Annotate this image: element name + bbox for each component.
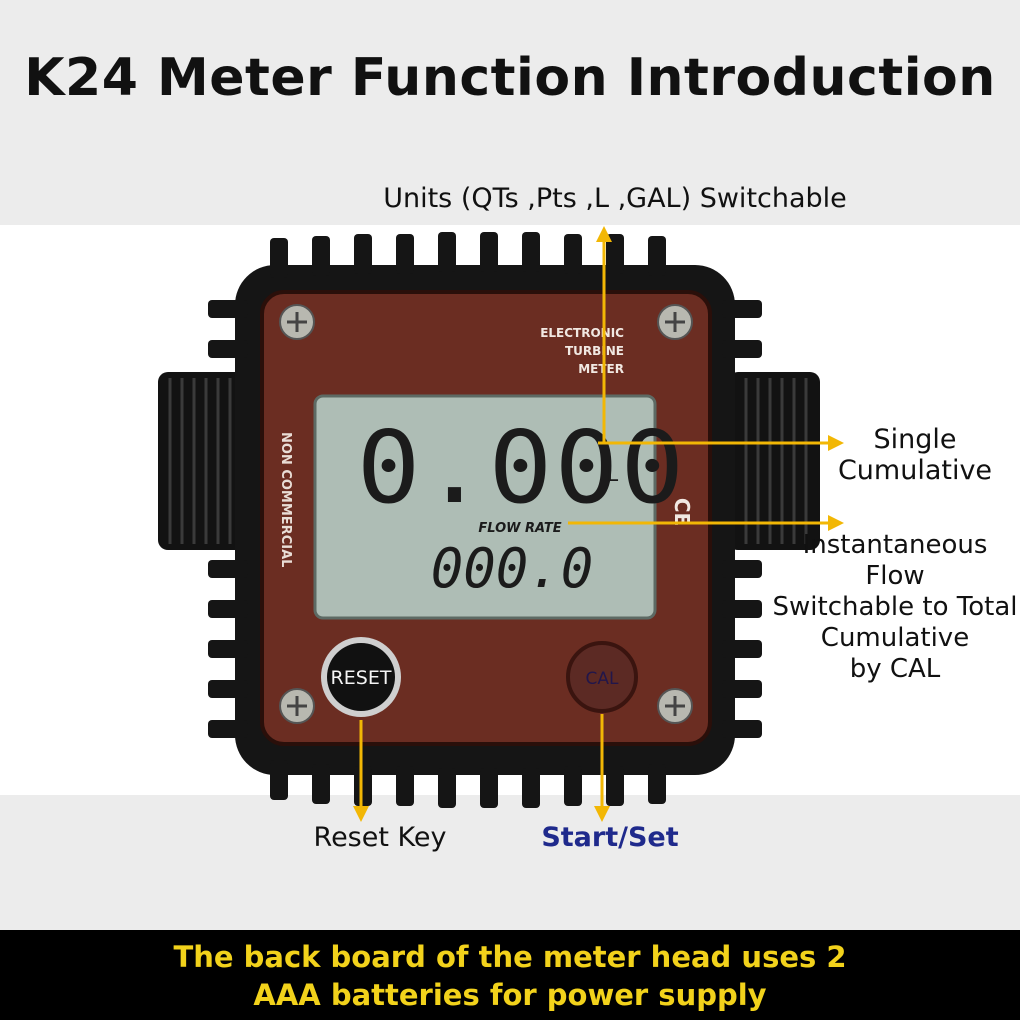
callout-line: Cumulative <box>820 623 970 653</box>
unit-indicator: L <box>607 462 619 486</box>
ce-mark: CE <box>670 498 694 526</box>
battery-note: The back board of the meter head uses 2 … <box>0 938 1020 1014</box>
screw-icon <box>657 688 693 724</box>
svg-text:RESET: RESET <box>331 667 392 689</box>
right-port <box>728 372 820 550</box>
screw-icon <box>279 304 315 340</box>
screw-icon <box>279 688 315 724</box>
callout-line: Single <box>873 424 957 455</box>
callout-line: Instantaneous <box>802 530 988 560</box>
callout-line: Cumulative <box>837 455 993 486</box>
battery-note-line: AAA batteries for power supply <box>253 978 767 1012</box>
non-commercial-text: NON COMMERCIAL <box>278 432 293 567</box>
svg-text:METER: METER <box>578 362 624 376</box>
single-cumulative-callout: Single Cumulative <box>830 424 1000 486</box>
units-callout: Units (QTs ,Pts ,L ,GAL) Switchable <box>383 183 847 214</box>
battery-note-line: The back board of the meter head uses 2 <box>173 940 847 974</box>
callout-line: Switchable to Total <box>772 592 1018 622</box>
lcd-screen <box>313 394 657 620</box>
cal-button[interactable]: CAL <box>566 641 638 713</box>
svg-text:CAL: CAL <box>586 669 619 689</box>
screw-icon <box>657 304 693 340</box>
label-band <box>0 795 1020 930</box>
callout-arrows <box>353 226 844 822</box>
svg-text:TURBINE: TURBINE <box>565 344 624 358</box>
main-reading: 0.000 <box>357 410 687 526</box>
flow-rate-reading: 000.0 <box>431 537 594 600</box>
reset-key-callout: Reset Key <box>313 822 447 853</box>
start-set-callout: Start/Set <box>541 822 679 853</box>
footer-band <box>0 930 1020 1020</box>
header-band <box>0 0 1020 225</box>
flow-rate-label: FLOW RATE <box>478 521 561 536</box>
callout-line: by CAL <box>849 654 941 684</box>
reset-button[interactable]: RESET <box>321 637 401 717</box>
svg-text:ELECTRONIC: ELECTRONIC <box>540 326 624 340</box>
callout-line: Flow <box>865 561 925 591</box>
left-port <box>158 372 248 550</box>
page-title: K24 Meter Function Introduction <box>24 48 996 108</box>
instantaneous-flow-callout: Instantaneous Flow Switchable to Total C… <box>770 530 1020 685</box>
